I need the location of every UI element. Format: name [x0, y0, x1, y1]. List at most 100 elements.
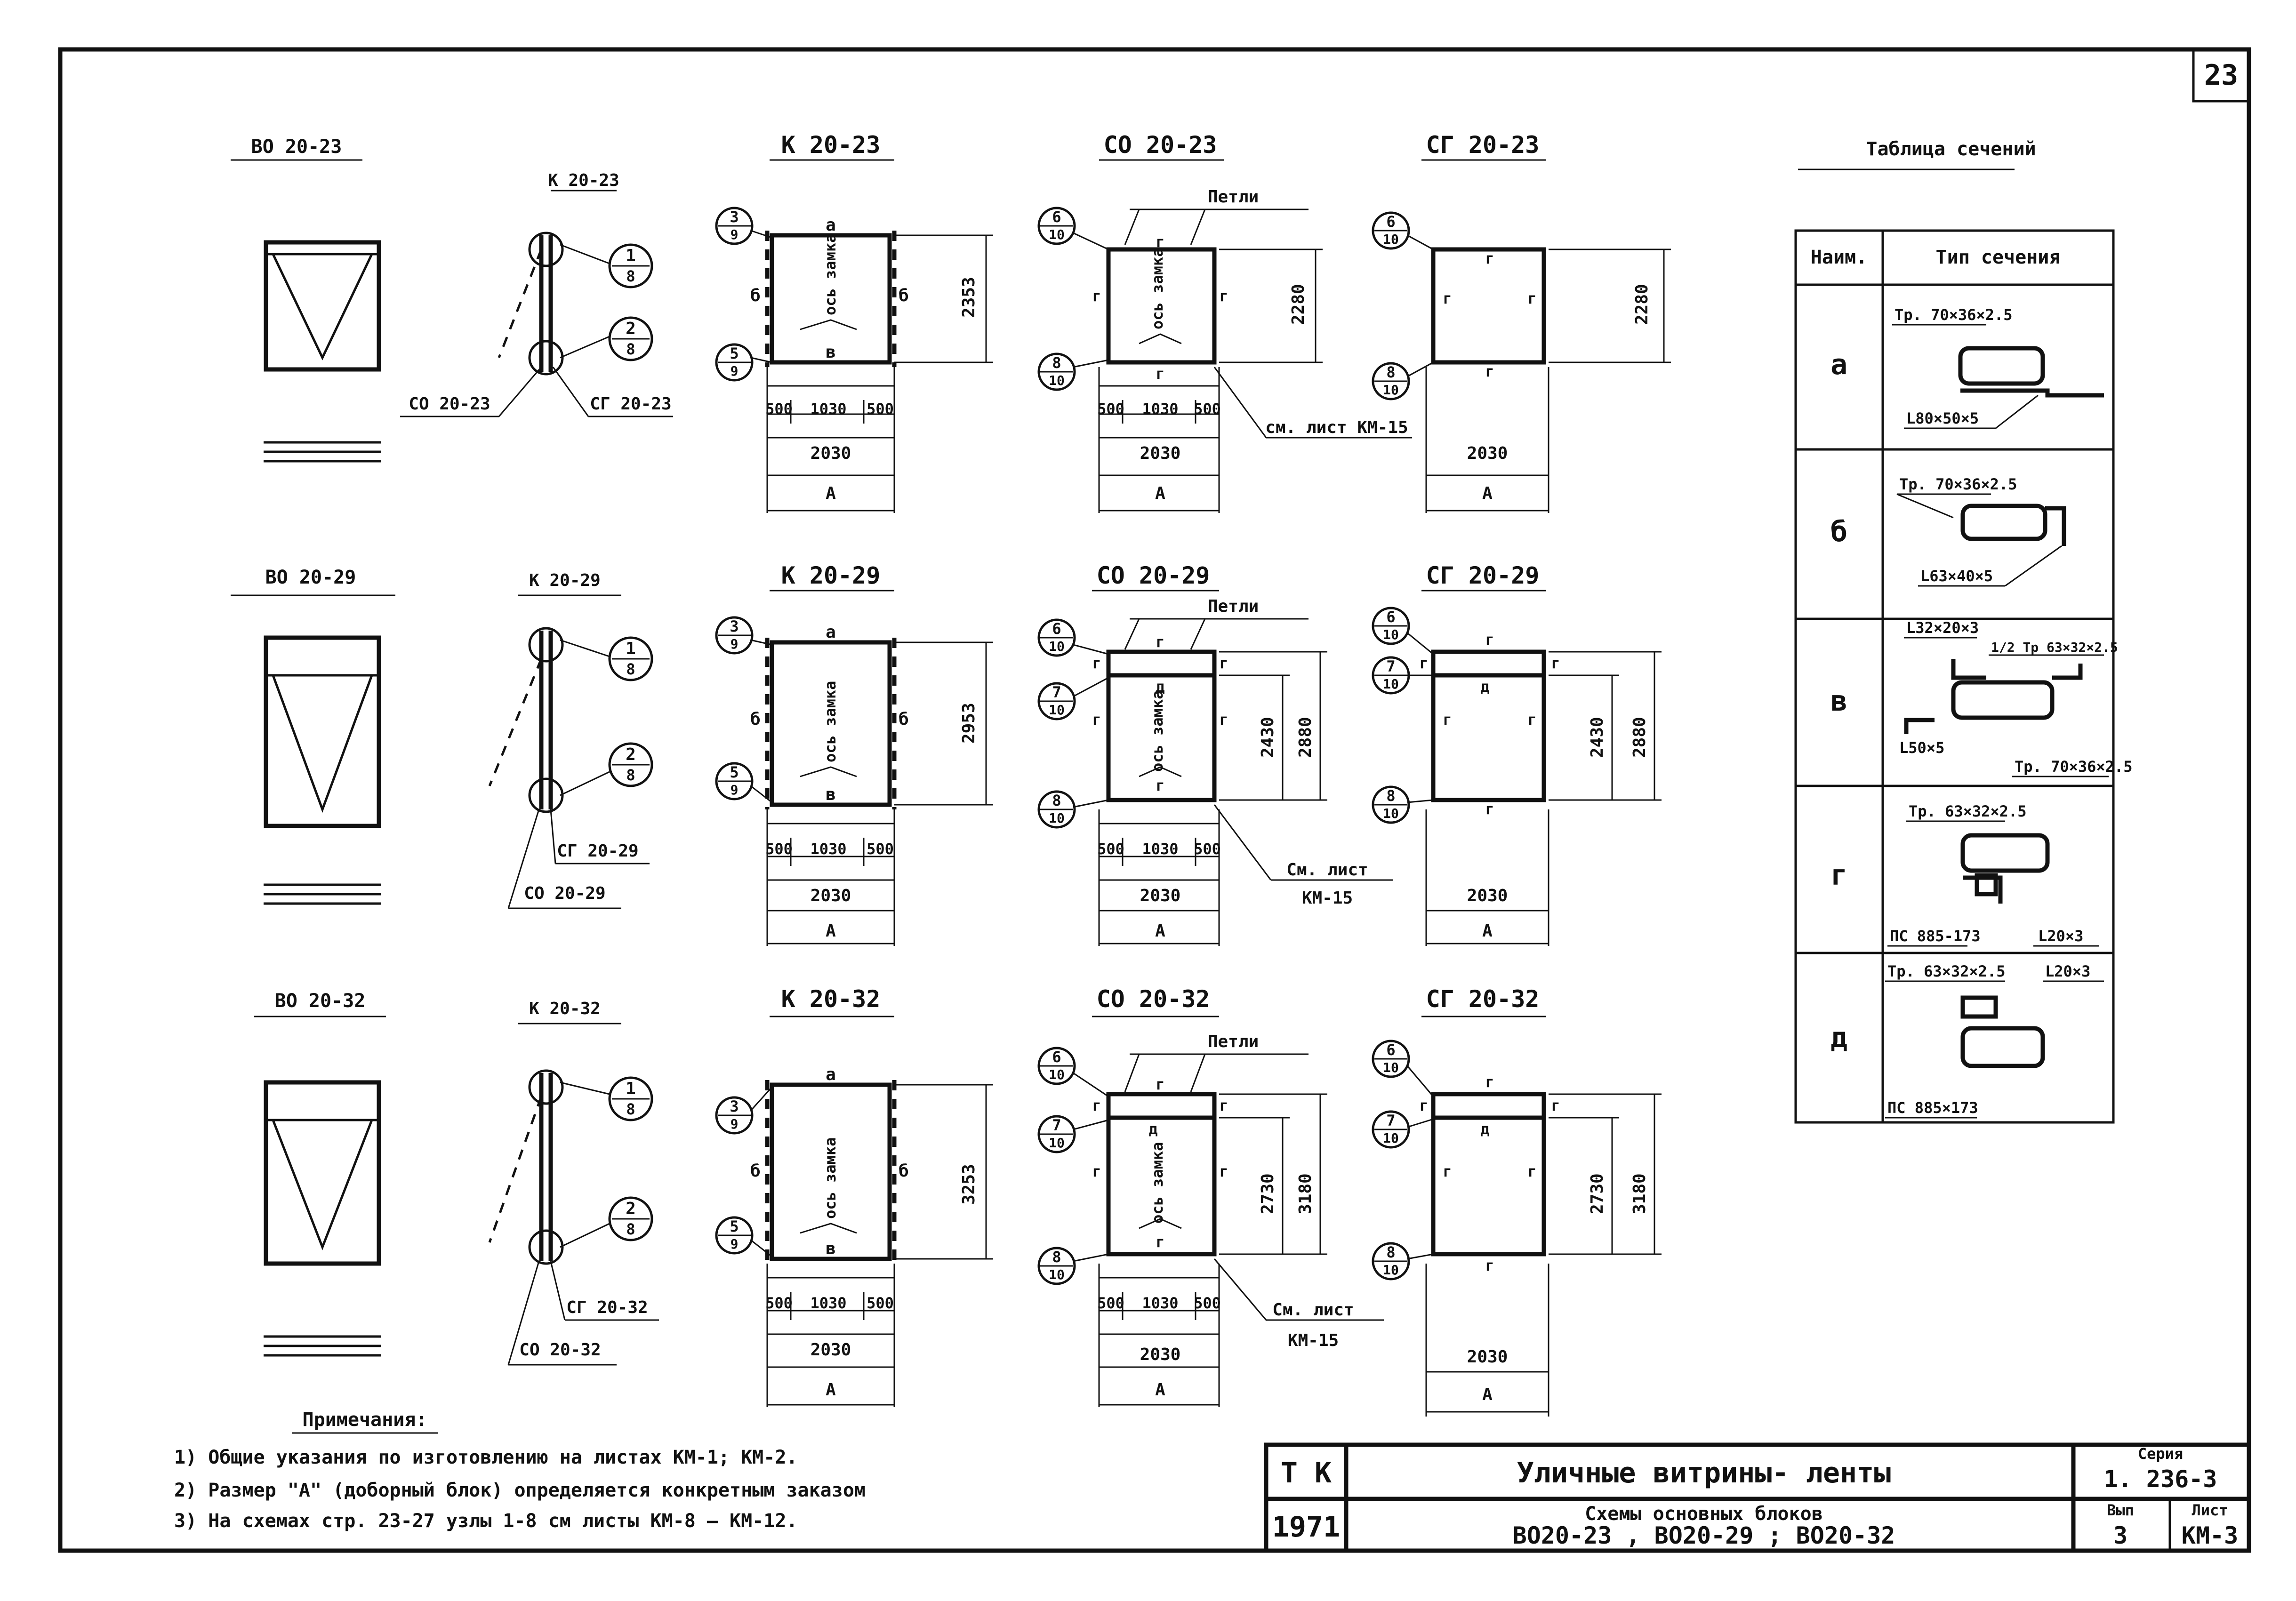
- svg-text:Петли: Петли: [1208, 187, 1259, 207]
- k-side-schematic: К 20-29 1 8 2 8 СГ 20-29 СО 20-29: [488, 571, 653, 909]
- row-1: ВО 20-23 К 20-23 1 8 2: [231, 131, 1671, 513]
- svg-text:10: 10: [1383, 1060, 1399, 1075]
- svg-text:а: а: [1830, 348, 1847, 381]
- svg-text:500: 500: [1097, 400, 1124, 418]
- svg-text:8: 8: [1052, 792, 1061, 809]
- svg-text:г: г: [1219, 711, 1228, 728]
- svg-text:СГ 20-23: СГ 20-23: [1426, 131, 1540, 159]
- svg-text:г: г: [1219, 654, 1228, 672]
- svg-text:10: 10: [1383, 382, 1399, 398]
- svg-text:б: б: [750, 286, 761, 305]
- svg-text:Тр. 70×36×2.5: Тр. 70×36×2.5: [1899, 475, 2017, 493]
- svg-text:Петли: Петли: [1208, 1032, 1259, 1051]
- svg-text:10: 10: [1049, 1135, 1065, 1151]
- svg-text:10: 10: [1383, 1262, 1399, 1278]
- svg-text:2030: 2030: [1140, 444, 1181, 463]
- svg-text:8: 8: [626, 1220, 635, 1238]
- svg-text:L50×5: L50×5: [1899, 739, 1944, 757]
- svg-text:г: г: [1443, 289, 1452, 307]
- svg-text:7: 7: [1052, 683, 1061, 701]
- svg-text:3180: 3180: [1296, 1173, 1315, 1214]
- notes: Примечания: 1) Общие указания по изготов…: [174, 1409, 866, 1532]
- svg-text:10: 10: [1049, 1267, 1065, 1282]
- svg-text:6: 6: [1386, 1041, 1395, 1059]
- svg-text:д: д: [1480, 678, 1489, 696]
- svg-text:СО 20-32: СО 20-32: [519, 1340, 601, 1360]
- svg-text:г: г: [1156, 776, 1164, 794]
- svg-text:8: 8: [1386, 1243, 1395, 1261]
- svg-text:10: 10: [1383, 1130, 1399, 1146]
- svg-text:10: 10: [1049, 373, 1065, 388]
- svg-text:8: 8: [626, 267, 635, 285]
- svg-text:г: г: [1527, 289, 1536, 307]
- svg-text:L20×3: L20×3: [2045, 962, 2090, 980]
- svg-text:К 20-29: К 20-29: [529, 571, 601, 590]
- svg-text:г: г: [1092, 654, 1101, 672]
- series-label: Серия: [2138, 1445, 2183, 1463]
- svg-text:д: д: [1480, 1120, 1489, 1138]
- svg-text:1030: 1030: [810, 1294, 846, 1312]
- svg-text:500: 500: [1194, 1294, 1221, 1312]
- svg-text:8: 8: [626, 766, 635, 784]
- cg-panel: СГ 20-23 г г г г 6 10 8 10 2280 203: [1372, 131, 1671, 513]
- sheet-code: КМ-3: [2182, 1522, 2238, 1549]
- svg-text:ПС 885×173: ПС 885×173: [1887, 1099, 1978, 1117]
- svg-text:А: А: [826, 921, 836, 941]
- svg-text:г: г: [1485, 249, 1494, 267]
- svg-text:9: 9: [731, 1236, 739, 1252]
- svg-text:г: г: [1485, 362, 1494, 380]
- svg-text:в: в: [826, 1239, 836, 1258]
- svg-text:8: 8: [1052, 354, 1061, 372]
- row-3: ВО 20-32 К 20-32 1 8 2 8: [254, 985, 1662, 1417]
- k-panel: К 20-23 а б б в ось замка 3 9 5 9 2353: [715, 131, 993, 513]
- svg-text:СГ 20-29: СГ 20-29: [557, 841, 638, 861]
- sheet-title: Уличные витрины- ленты: [1517, 1457, 1891, 1489]
- svg-text:2030: 2030: [811, 1340, 851, 1360]
- sections-table: Таблица сечений Наим. Тип сечения а Тр. …: [1794, 138, 2132, 1124]
- svg-text:д: д: [1156, 678, 1164, 696]
- svg-text:500: 500: [765, 400, 793, 418]
- svg-text:1030: 1030: [810, 840, 846, 858]
- svg-text:А: А: [826, 1380, 836, 1400]
- svg-text:1: 1: [626, 1079, 636, 1098]
- svg-text:23: 23: [2204, 59, 2238, 92]
- svg-text:5: 5: [730, 344, 739, 362]
- svg-text:9: 9: [731, 1116, 739, 1132]
- svg-text:ось замка: ось замка: [1148, 1142, 1166, 1224]
- svg-text:9: 9: [731, 227, 739, 242]
- svg-text:2: 2: [626, 1199, 636, 1218]
- svg-text:б: б: [899, 1161, 909, 1181]
- svg-text:СО 20-23: СО 20-23: [409, 394, 490, 414]
- sheet-subtitle: Схемы основных блоков: [1585, 1503, 1823, 1525]
- svg-text:г: г: [1551, 1097, 1560, 1114]
- svg-text:ВО 20-32: ВО 20-32: [275, 990, 366, 1012]
- svg-text:500: 500: [765, 840, 793, 858]
- svg-text:г: г: [1419, 1097, 1428, 1114]
- svg-text:г: г: [1156, 633, 1164, 651]
- svg-text:г: г: [1219, 287, 1228, 305]
- svg-text:6: 6: [1052, 1048, 1061, 1066]
- svg-text:L63×40×5: L63×40×5: [1920, 567, 1993, 585]
- svg-text:1030: 1030: [1142, 400, 1178, 418]
- svg-text:д: д: [1148, 1120, 1157, 1138]
- svg-text:10: 10: [1049, 702, 1065, 718]
- svg-text:1030: 1030: [1142, 840, 1178, 858]
- svg-text:1) Общие указания по изготовле: 1) Общие указания по изготовлению на лис…: [174, 1447, 798, 1468]
- svg-text:500: 500: [1194, 400, 1221, 418]
- svg-text:6: 6: [1052, 620, 1061, 638]
- svg-text:500: 500: [1194, 840, 1221, 858]
- svg-text:СГ 20-32: СГ 20-32: [566, 1298, 648, 1317]
- svg-text:2730: 2730: [1588, 1173, 1607, 1214]
- svg-text:8: 8: [626, 1100, 635, 1118]
- svg-text:А: А: [1155, 1380, 1165, 1400]
- svg-text:СГ 20-29: СГ 20-29: [1426, 562, 1540, 589]
- svg-text:9: 9: [731, 636, 739, 652]
- svg-text:А: А: [1482, 1385, 1493, 1404]
- co-panel: СО 20-29 Петли г г г д г г г ось замка 6…: [1037, 562, 1393, 946]
- svg-text:8: 8: [1052, 1248, 1061, 1266]
- svg-text:а: а: [826, 1065, 836, 1084]
- series-value: 1. 236-3: [2104, 1465, 2217, 1493]
- svg-text:1/2 Тр 63×32×2.5: 1/2 Тр 63×32×2.5: [1991, 640, 2118, 655]
- svg-text:г: г: [1156, 233, 1164, 251]
- svg-text:г: г: [1485, 631, 1494, 648]
